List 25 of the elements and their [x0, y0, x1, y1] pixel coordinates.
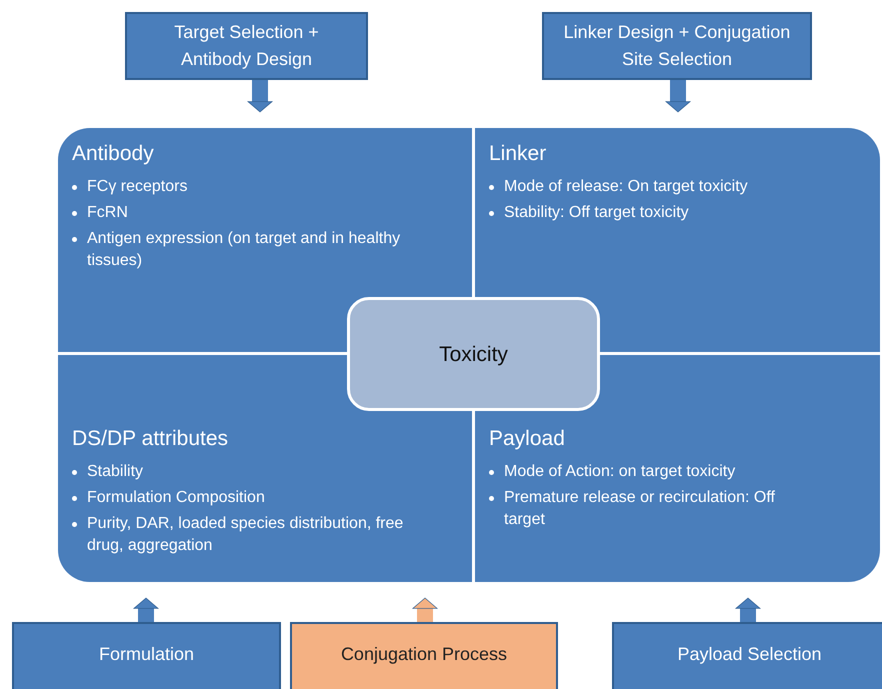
block-arrow: [412, 598, 438, 622]
panel-heading: Linker: [489, 141, 548, 167]
bullet-text: Antigen expression (on target and in healthy tissues): [87, 229, 402, 271]
block-arrow: [134, 598, 158, 622]
block-arrow: [666, 80, 690, 112]
block-arrow: [248, 80, 272, 112]
process-box: Formulation: [12, 622, 281, 689]
block-arrow: [736, 598, 760, 622]
panel-heading: Payload: [489, 426, 566, 452]
process-box: Linker Design + Conjugation Site Selection: [542, 12, 812, 80]
central-box: Toxicity: [347, 297, 600, 411]
bullet-text: Stability: [87, 462, 144, 482]
bullet-text: FCγ receptors: [87, 177, 188, 197]
process-box: Target Selection + Antibody Design: [125, 12, 368, 80]
bullet-text: FcRN: [87, 203, 128, 223]
bullet-text: Mode of release: On target toxicity: [504, 177, 748, 197]
bullet-text: Mode of Action: on target toxicity: [504, 462, 736, 482]
bullet-text: Stability: Off target toxicity: [504, 203, 689, 223]
process-box: Payload Selection: [612, 622, 882, 689]
process-box: Conjugation Process: [290, 622, 558, 689]
bullet-text: Purity, DAR, loaded species distribution, free drug, aggregation: [87, 514, 404, 556]
bullet-text: Premature release or recirculation: Off target: [504, 488, 776, 530]
panel-heading: Antibody: [72, 141, 155, 167]
panel-heading: DS/DP attributes: [72, 426, 230, 452]
bullet-text: Formulation Composition: [87, 488, 265, 508]
